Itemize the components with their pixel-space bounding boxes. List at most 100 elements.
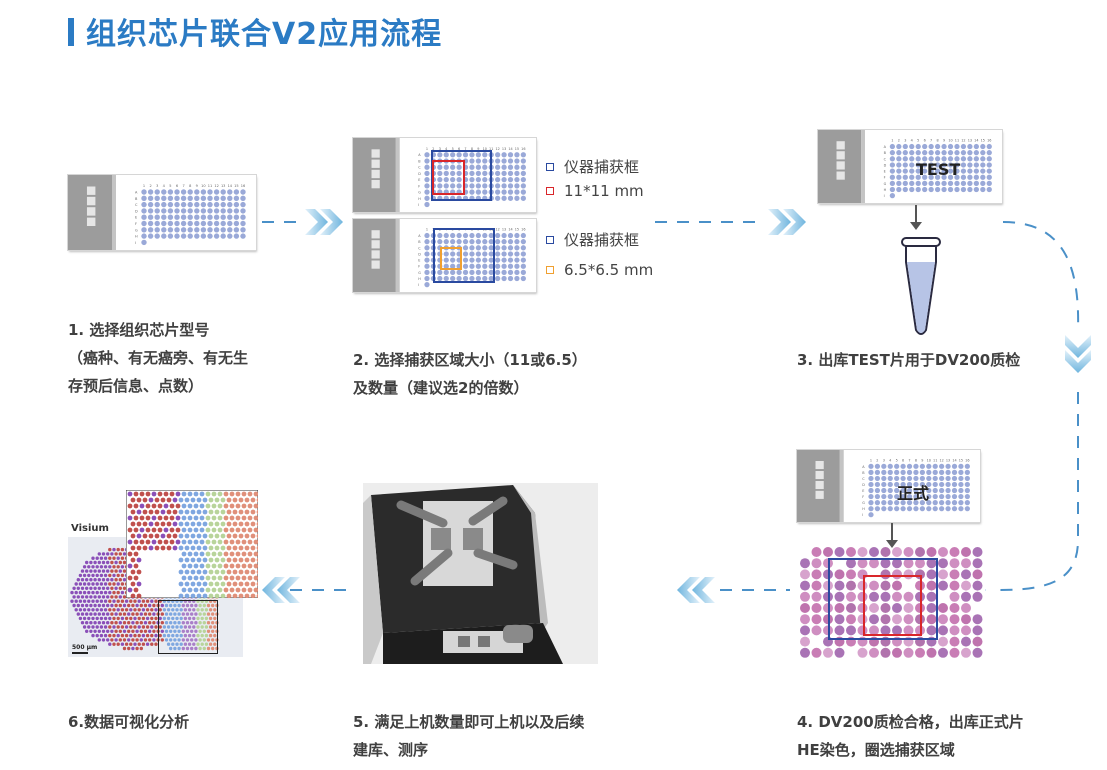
visium-spot <box>124 633 129 638</box>
visium-spot <box>118 569 122 573</box>
chip-row-label: D <box>862 483 865 487</box>
chip-dot <box>501 263 507 269</box>
chip-dot <box>207 195 213 201</box>
tissue-core <box>880 625 891 636</box>
visium-spot <box>112 556 116 560</box>
visium-spot <box>244 557 250 563</box>
visium-spot <box>95 633 99 638</box>
chip-dot <box>233 233 240 239</box>
chip-dot <box>207 189 213 195</box>
visium-spot <box>91 599 95 603</box>
chip-dot <box>896 143 902 150</box>
chip-dot <box>919 475 926 482</box>
tissue-core <box>949 614 960 625</box>
visium-spot <box>131 612 135 616</box>
visium-spot <box>78 599 83 603</box>
chip-dot <box>213 227 220 233</box>
chip-dot <box>174 208 180 214</box>
chip-dot <box>934 180 941 186</box>
chip-dot <box>947 168 954 174</box>
chip-column-label: 1 <box>426 147 428 151</box>
chip-dot <box>900 463 906 469</box>
tissue-core <box>915 547 925 557</box>
visium-spot <box>131 621 135 625</box>
capture-frame-box <box>828 558 938 640</box>
visium-spot <box>114 552 118 556</box>
chip-dot <box>475 269 482 275</box>
visium-spot <box>80 595 85 599</box>
visium-spot <box>101 638 106 642</box>
visium-spot <box>142 533 148 539</box>
chip-dot <box>928 174 934 180</box>
visium-spot <box>114 586 118 590</box>
chip-dot <box>973 143 979 150</box>
chip-dot <box>180 214 187 220</box>
tissue-core <box>800 580 810 591</box>
chip-column-label: 9 <box>477 147 479 151</box>
chip-dot <box>951 481 958 488</box>
chip-dot <box>220 220 226 227</box>
visium-spot <box>185 621 190 625</box>
chip-dot <box>207 201 213 208</box>
visium-spot <box>130 545 136 551</box>
visium-spot <box>244 497 250 503</box>
chip-dot <box>932 506 938 512</box>
chip-dot <box>174 201 180 208</box>
visium-spot <box>198 638 202 642</box>
chip-dot <box>501 232 507 239</box>
chip-dot <box>939 493 945 500</box>
chip-dot <box>227 233 233 239</box>
chip-dot <box>868 500 874 506</box>
visium-spot <box>99 625 104 629</box>
chip-row-label: I <box>135 241 136 245</box>
visium-spot <box>106 552 110 556</box>
chip-column-label: 16 <box>241 184 245 188</box>
tissue-core <box>846 580 856 591</box>
visium-spot <box>157 491 163 497</box>
chip-dot <box>894 487 900 494</box>
visium-spot <box>178 569 184 575</box>
chip-dot <box>951 500 958 506</box>
chip-dot <box>161 220 167 227</box>
chip-dot <box>207 233 213 239</box>
visium-spot <box>108 590 112 595</box>
visium-spot <box>162 608 167 612</box>
tissue-core <box>972 625 983 636</box>
visium-spot <box>194 621 198 625</box>
visium-spot <box>103 582 108 586</box>
visium-spot <box>110 595 114 599</box>
visium-spot <box>238 569 244 575</box>
visium-spot <box>192 625 196 629</box>
visium-spot <box>166 642 171 646</box>
chip-dot <box>881 469 887 475</box>
visium-spot <box>114 629 118 633</box>
visium-spot <box>97 578 101 582</box>
visium-spot <box>154 533 160 539</box>
chip-dot <box>220 214 226 220</box>
visium-spot <box>130 581 136 587</box>
visium-spot <box>78 616 83 621</box>
chip-dot <box>495 251 501 257</box>
tissue-core <box>926 647 937 658</box>
chip-column-label: 8 <box>937 139 939 143</box>
visium-spot <box>120 642 125 646</box>
visium-spot <box>244 593 250 598</box>
chip-dot <box>881 487 887 494</box>
visium-spot <box>127 587 133 593</box>
tissue-core <box>926 569 937 580</box>
page-title: 组织芯片联合V2应用流程 <box>86 17 443 52</box>
chip-column-label: 7 <box>930 139 932 143</box>
chip-dot <box>913 493 919 500</box>
visium-spot <box>133 551 139 557</box>
chip-dot <box>482 170 488 177</box>
visium-spot <box>217 515 223 521</box>
chip-dot <box>227 201 233 208</box>
tissue-core <box>857 580 868 591</box>
chip-dot <box>514 195 520 201</box>
tissue-core <box>811 580 822 591</box>
chip-dot <box>194 201 200 208</box>
chip-dot <box>896 156 902 162</box>
visium-spot <box>183 616 188 621</box>
tissue-core <box>880 647 891 658</box>
